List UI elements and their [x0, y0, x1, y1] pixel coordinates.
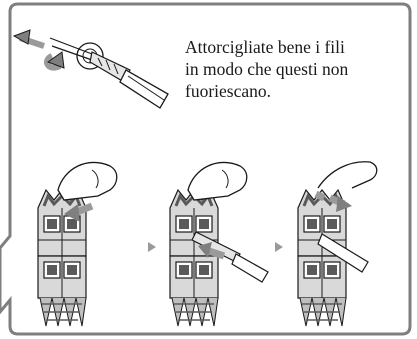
press-lever-icon — [64, 202, 94, 222]
inserted-wire — [317, 233, 369, 273]
twisted-wire-illustration — [12, 29, 169, 109]
instruction-line-3: fuoriescano. — [185, 81, 272, 101]
step-arrow-icon — [275, 242, 283, 252]
instruction-line-1: Attorcigliate bene i fili — [185, 37, 345, 57]
release-lever-icon — [314, 190, 352, 212]
instruction-text: Attorcigliate bene i fili in modo che qu… — [185, 36, 413, 102]
step-2-insert-wire — [168, 161, 269, 328]
insert-wire-icon — [191, 231, 269, 283]
step-1-press-lever — [36, 161, 118, 328]
step-3-release-lever — [296, 161, 378, 328]
instruction-line-2: in modo che questi non — [185, 59, 349, 79]
callout-frame — [0, 2, 412, 336]
step-arrow-icon — [148, 242, 156, 252]
